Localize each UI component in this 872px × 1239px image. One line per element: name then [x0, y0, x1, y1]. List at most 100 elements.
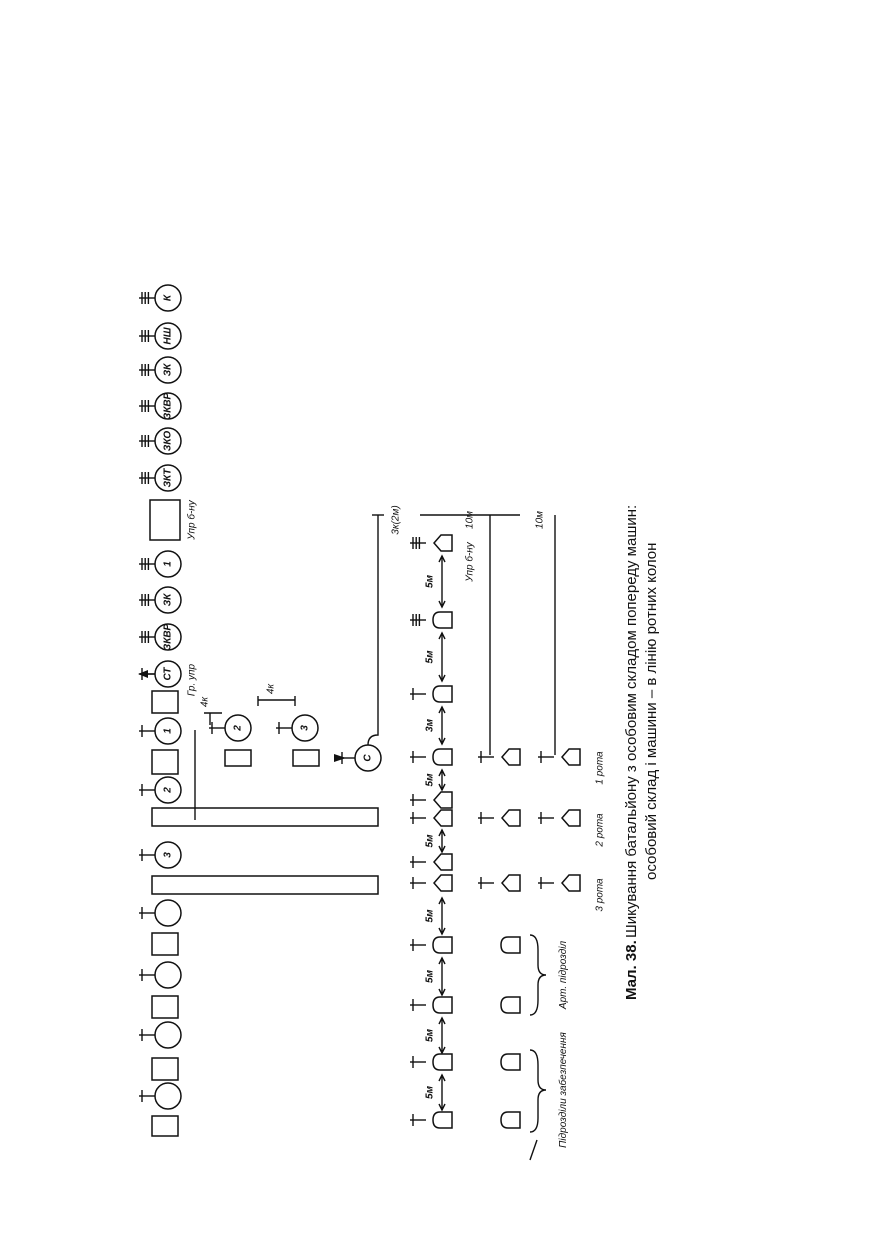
spacing-i-label: 5м	[425, 1085, 436, 1099]
sup-veh-b	[151, 1115, 179, 1137]
rota-cmd-2	[154, 776, 182, 804]
control-st-label: СТ	[163, 667, 174, 681]
column-veh-f	[433, 853, 453, 871]
commander-0	[154, 284, 182, 312]
spacing-c-head-b	[438, 737, 446, 746]
rota1-cmd-0-label: 1	[163, 561, 174, 567]
interval-4k-b-label: 4к	[266, 683, 277, 695]
rota1-cmd-1-label: ЗК	[163, 593, 174, 606]
column-veh-b	[432, 685, 453, 703]
column-veh-k	[432, 1111, 453, 1129]
interval-10m-a: 10м	[465, 511, 476, 529]
spacing-d-label: 5м	[425, 773, 436, 787]
commander-3	[154, 392, 182, 420]
caption-line2: особовий склад і машини – в лінію ротних…	[643, 543, 660, 880]
rota1-vehicle	[151, 690, 179, 714]
spacing-d-head-a	[438, 768, 446, 777]
spacing-d-head-b	[438, 783, 446, 792]
artillery-label: Арт. підрозділ	[558, 941, 569, 1011]
artillery-brace	[529, 934, 547, 1016]
spacing-e-head-b	[438, 845, 446, 854]
spacing-a-label: 5м	[425, 574, 436, 588]
spacing-f-head-b	[438, 927, 446, 936]
commander-4-label: ЗКО	[163, 431, 174, 451]
sub-platoon-3-label: 3	[300, 725, 311, 731]
support-label: Підрозділи забезпечення	[557, 1032, 569, 1148]
rota2-vehicle	[151, 749, 179, 775]
sub-platoon-2-veh	[224, 749, 252, 767]
rota-cmd-3	[154, 841, 182, 869]
column-veh-e	[433, 809, 453, 827]
art-veh-row2	[500, 996, 521, 1014]
company-1-label: 1 рота	[595, 751, 606, 785]
spacing-g-label: 5м	[425, 969, 436, 983]
security-label: 3к(2м)	[391, 505, 402, 534]
company-2-label: 2 рота	[595, 813, 606, 848]
spacing-b-head-b	[438, 674, 446, 683]
art-cmd-a	[154, 899, 182, 927]
spacing-a-head-a	[438, 554, 446, 563]
commander-2	[154, 356, 182, 384]
interval-4k-a-label: 4к	[200, 696, 211, 708]
company-3-label: 3 рота	[595, 878, 606, 912]
company2-veh-row1	[501, 809, 521, 827]
spacing-c-head-a	[438, 705, 446, 714]
control-st-flag	[138, 670, 148, 678]
spacing-h-head-a	[438, 1016, 446, 1025]
company2-veh-row2	[561, 809, 581, 827]
hq-column-label: Упр б-ну	[464, 541, 476, 583]
sub-platoon-2-label: 2	[233, 725, 244, 732]
sup-veh-row2	[500, 1111, 521, 1129]
sup-veh-a	[151, 1057, 179, 1081]
spacing-h-label: 5м	[425, 1028, 436, 1042]
spacing-a-head-b	[438, 600, 446, 609]
security-c-label: С	[363, 754, 374, 762]
commander-0-label: К	[163, 294, 174, 301]
spacing-i-head-b	[438, 1103, 446, 1112]
spacing-b-label: 5м	[425, 650, 436, 664]
security-c-route	[367, 515, 379, 746]
support-brace	[529, 1049, 547, 1133]
spacing-h-head-b	[438, 1046, 446, 1055]
column-veh-g	[433, 874, 453, 892]
rota1-cmd-0	[154, 550, 182, 578]
company1-veh-row2	[561, 748, 581, 766]
sub-platoon-3	[291, 714, 319, 742]
rota1-cmd-1	[154, 586, 182, 614]
rota1-cmd-2-label: ЗКВР	[163, 623, 174, 650]
hq-column-vehicle	[433, 534, 453, 552]
art-veh-row1	[500, 936, 521, 954]
rota1-cmd-2	[154, 623, 182, 651]
art-veh-a	[151, 932, 179, 956]
rota-cmd-2-label: 2	[163, 787, 174, 794]
company-3-bar	[151, 875, 379, 895]
art-cmd-b	[154, 961, 182, 989]
spacing-c-label: 3м	[425, 718, 436, 732]
spacing-g-head-b	[438, 988, 446, 997]
sub-platoon-3-veh	[292, 749, 320, 767]
caption-number: Мал. 38.	[623, 940, 640, 1000]
rota-cmd-1-label: 1	[163, 728, 174, 734]
spacing-i-head-a	[438, 1073, 446, 1082]
company3-veh-row2	[561, 874, 581, 892]
company3-veh-row1	[501, 874, 521, 892]
spacing-b-head-a	[438, 631, 446, 640]
hq-vehicle	[149, 499, 181, 541]
column-veh-d	[433, 791, 453, 809]
sub-platoon-2	[224, 714, 252, 742]
company-2-bar	[151, 807, 379, 827]
rota-cmd-1	[154, 717, 182, 745]
spacing-e-head-a	[438, 828, 446, 837]
commander-5	[154, 464, 182, 492]
interval-10m-b: 10м	[535, 511, 546, 529]
spacing-g-head-a	[438, 956, 446, 965]
caption-line1: Шикування батальйону з особовим складом …	[623, 505, 640, 938]
spacing-f-head-a	[438, 896, 446, 905]
sup-cmd-a	[154, 1021, 182, 1049]
commander-5-label: ЗКТ	[163, 468, 174, 488]
commander-3-label: ЗКВР	[163, 392, 174, 419]
